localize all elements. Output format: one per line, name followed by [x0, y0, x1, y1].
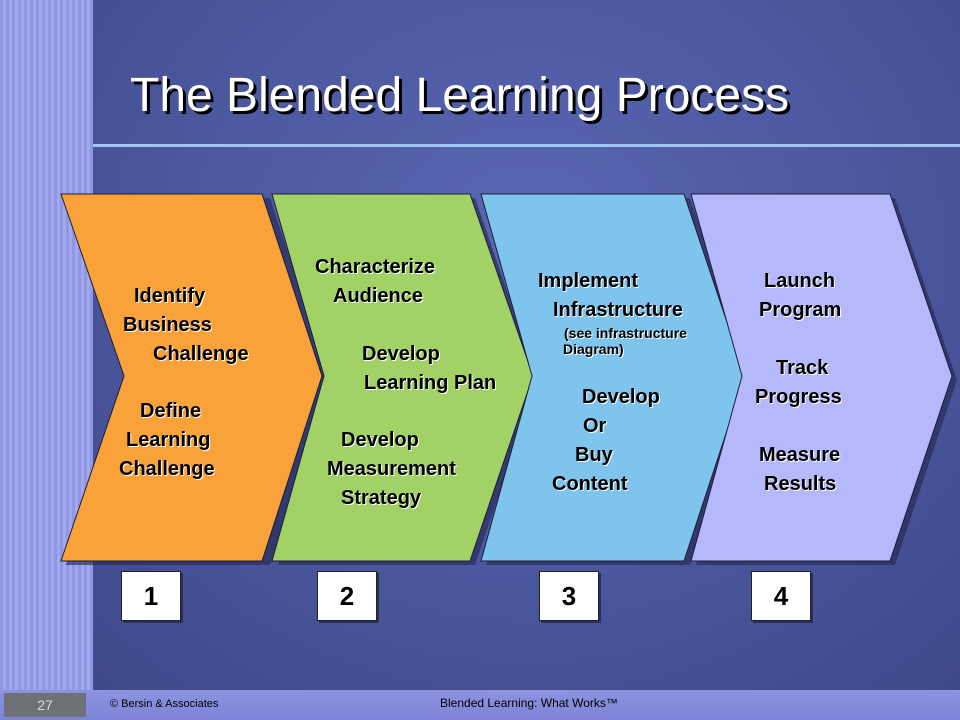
- stage-4-line: Track: [776, 357, 829, 379]
- footer-bar: [0, 690, 960, 720]
- stage-1-line: Define: [140, 400, 202, 422]
- stage-1-line: Identify: [134, 285, 206, 307]
- step-number-1: 1: [121, 571, 181, 621]
- stage-2-line: Characterize: [315, 256, 436, 278]
- stage-2-line: Develop: [341, 429, 419, 451]
- stage-3-line: Buy: [575, 444, 613, 466]
- copyright-text: © Bersin & Associates: [110, 698, 219, 710]
- chevron-stage-1: [60, 193, 323, 562]
- stage-2-line: Develop: [362, 343, 440, 365]
- stage-1-line: Learning: [126, 429, 211, 451]
- stage-1-line: Challenge: [119, 458, 215, 480]
- stage-4-line: Program: [759, 299, 842, 321]
- stage-4-line: Launch: [764, 270, 836, 292]
- stage-3-line: Or: [583, 415, 607, 437]
- stage-3-line: Implement: [538, 270, 639, 292]
- page-number: 27: [4, 693, 86, 717]
- stage-4-line: Progress: [755, 386, 842, 408]
- step-number-4: 4: [751, 571, 811, 621]
- stage-3-note: (see infrastructure: [564, 325, 687, 341]
- slide-title: The Blended Learning Process: [130, 69, 790, 122]
- chevron-stage-4: [690, 193, 953, 562]
- stage-4-line: Results: [764, 473, 837, 495]
- chevron-stage-2: [271, 193, 534, 562]
- stage-3-line: Content: [552, 473, 628, 495]
- stage-3-note: Diagram): [563, 341, 624, 357]
- stage-3-line: Develop: [582, 386, 660, 408]
- chevron-stage-3: [480, 193, 746, 562]
- footer-title: Blended Learning: What Works™: [440, 696, 618, 710]
- step-number-2: 2: [317, 571, 377, 621]
- stage-2-line: Learning Plan: [364, 372, 497, 394]
- stage-1-line: Challenge: [153, 343, 249, 365]
- stage-3-line: Infrastructure: [553, 299, 684, 321]
- left-stripe-decoration: [0, 0, 93, 720]
- stage-2-line: Measurement: [327, 458, 456, 480]
- stage-1-line: Business: [123, 314, 212, 336]
- stage-2-line: Audience: [333, 285, 424, 307]
- title-underline: [93, 144, 960, 147]
- step-number-3: 3: [539, 571, 599, 621]
- stage-4-line: Measure: [759, 444, 841, 466]
- stage-2-line: Strategy: [341, 487, 422, 509]
